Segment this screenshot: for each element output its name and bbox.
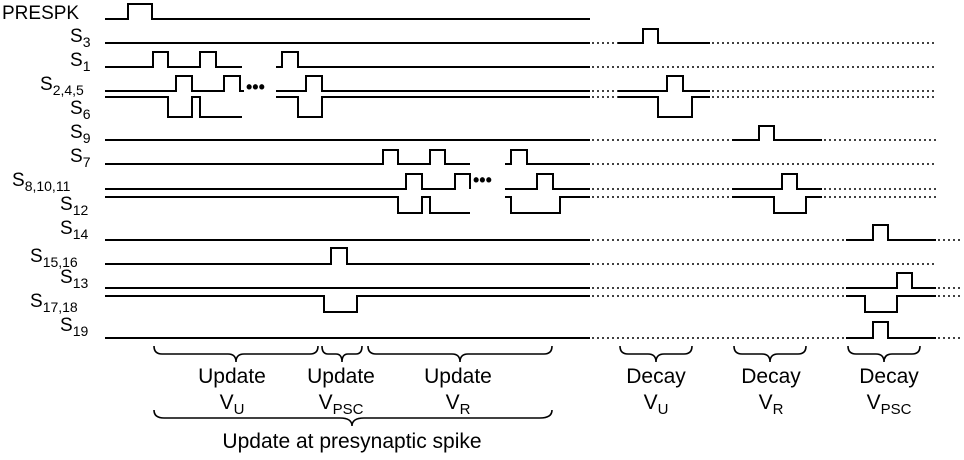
signal-label-s3: S3: [70, 26, 91, 50]
phase-labels: Update VU Update VPSC Update VR Decay VU…: [198, 365, 919, 453]
waveform-s12: [105, 196, 936, 214]
group-label-update-at-presynaptic-spike: Update at presynaptic spike: [222, 430, 481, 453]
phase-update-vpsc-title: Update: [307, 365, 375, 388]
waveform-s14: [105, 224, 962, 241]
brace-update-vu: [153, 345, 319, 363]
waveform-s6: [105, 96, 936, 118]
waveform-s13: [105, 272, 962, 289]
brace-decay-vu: [619, 345, 693, 363]
waveform-prespk: [105, 3, 590, 20]
ellipsis-upper: •••: [246, 77, 265, 97]
waveform-s7: [105, 149, 936, 165]
waveform-s8-10-11: [105, 173, 936, 190]
brace-decay-vpsc: [847, 345, 921, 363]
phase-decay-vr-title: Decay: [741, 365, 801, 388]
phase-update-vr-title: Update: [424, 365, 492, 388]
phase-update-vpsc-var: VPSC: [319, 391, 364, 418]
brace-update-vpsc: [321, 345, 363, 363]
phase-braces: [153, 345, 921, 427]
ellipsis-lower: •••: [473, 170, 492, 190]
brace-update-vr: [367, 345, 553, 363]
signal-label-s13: S13: [60, 267, 88, 291]
signal-labels: PRESPK S3 S1 S2,4,5 S6 S9 S7 S8,10,11 S1…: [2, 3, 91, 339]
waveform-s9: [105, 125, 936, 141]
waveform-s1: [105, 51, 936, 68]
signal-label-s7: S7: [70, 146, 91, 170]
phase-update-vu-var: VU: [220, 391, 245, 418]
signal-label-s8-10-11: S8,10,11: [12, 170, 71, 194]
signal-label-prespk: PRESPK: [2, 3, 79, 24]
waveform-s2-4-5: [105, 75, 936, 92]
brace-decay-vr: [733, 345, 807, 363]
signal-label-s6: S6: [70, 98, 91, 122]
signal-label-s15-16: S15,16: [30, 246, 78, 270]
phase-decay-vu-title: Decay: [626, 365, 686, 388]
signal-label-s12: S12: [60, 194, 88, 218]
phase-decay-vr-var: VR: [759, 391, 784, 418]
signal-label-s9: S9: [70, 122, 91, 146]
signal-label-s17-18: S17,18: [30, 291, 78, 315]
signal-label-s1: S1: [70, 50, 91, 74]
waveform-s17-18: [105, 295, 962, 313]
signal-label-s19: S19: [60, 315, 88, 339]
phase-decay-vpsc-var: VPSC: [867, 391, 912, 418]
phase-decay-vpsc-title: Decay: [859, 365, 919, 388]
waveforms: ••• •••: [105, 3, 962, 339]
signal-label-s14: S14: [60, 218, 88, 242]
waveform-s19: [105, 321, 962, 339]
signal-label-s2-4-5: S2,4,5: [40, 74, 84, 98]
phase-update-vu-title: Update: [198, 365, 266, 388]
waveform-s3: [105, 28, 936, 44]
brace-update-at-presynaptic-spike: [153, 409, 553, 427]
waveform-s15-16: [105, 247, 936, 265]
phase-decay-vu-var: VU: [644, 391, 669, 418]
phase-update-vr-var: VR: [446, 391, 471, 418]
